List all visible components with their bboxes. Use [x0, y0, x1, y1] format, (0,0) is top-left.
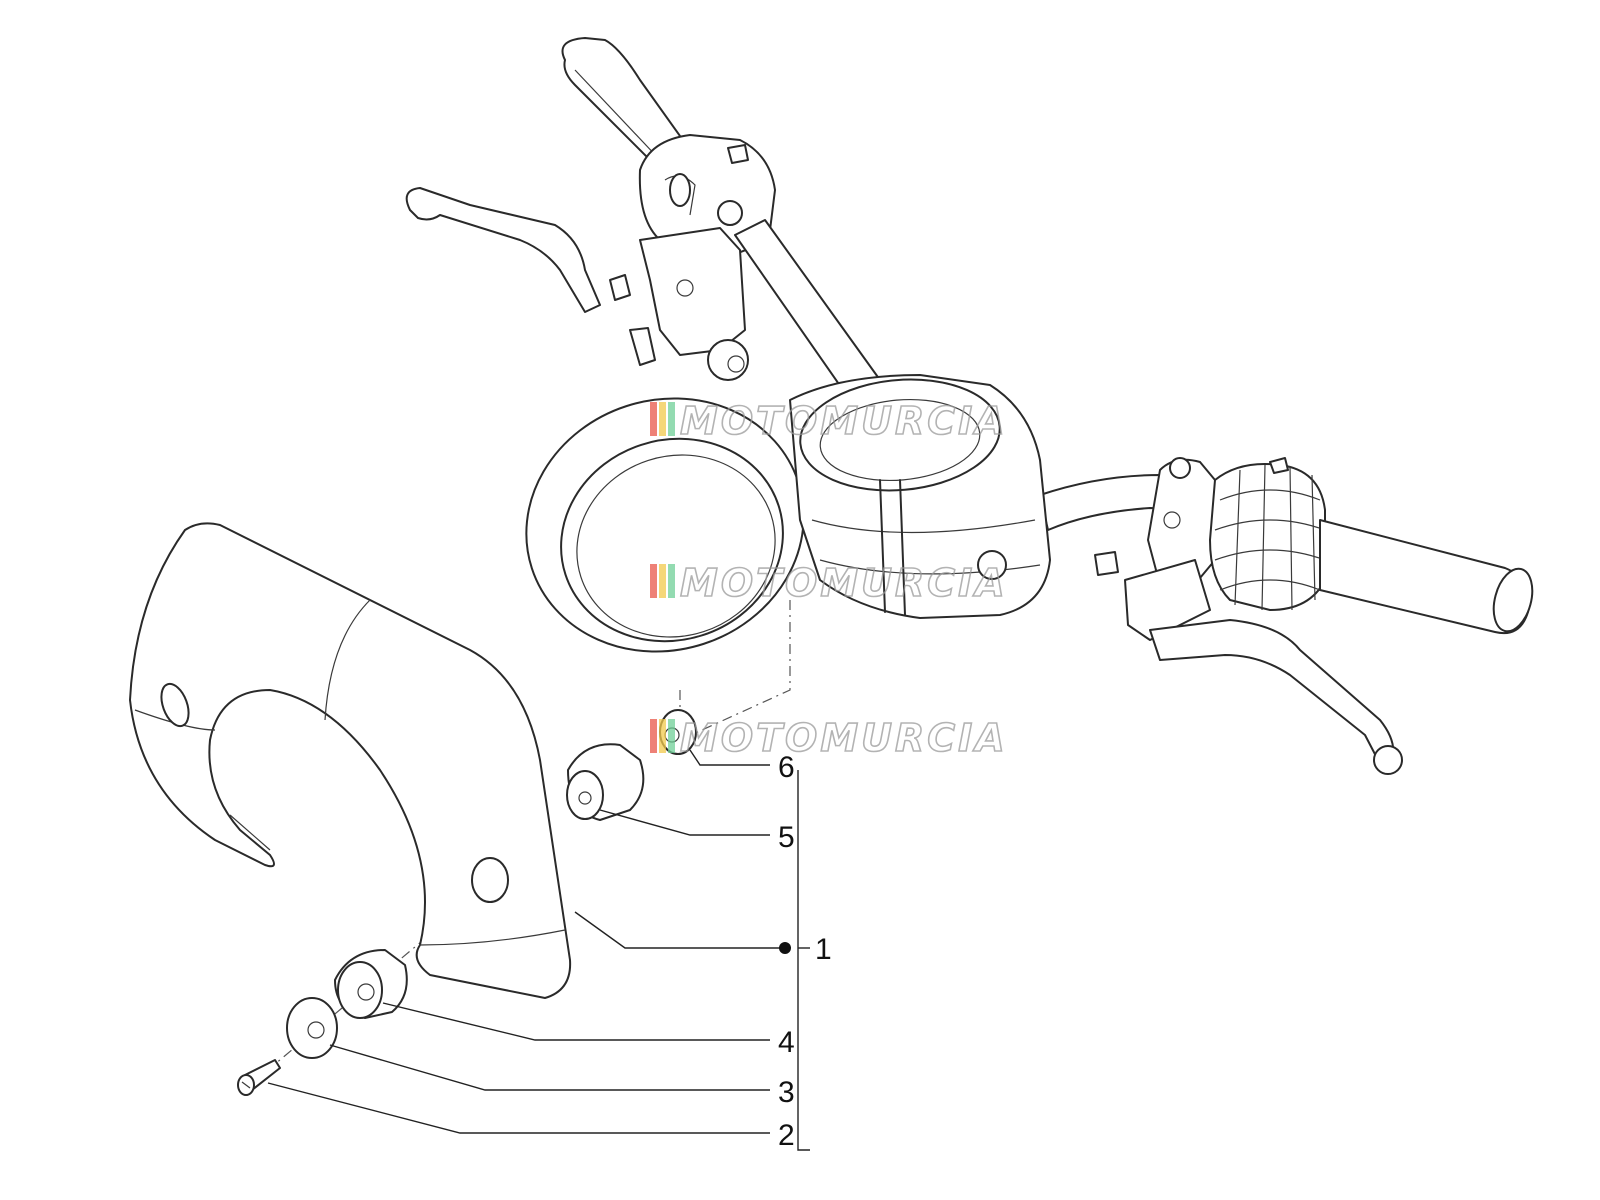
- assembly-bullet: [779, 942, 791, 954]
- left-brake-lever: [405, 187, 601, 313]
- watermark-2: MOTOMURCIA: [650, 560, 1008, 606]
- handlebar-assembly: [405, 37, 1534, 775]
- watermark-1: MOTOMURCIA: [650, 398, 1008, 444]
- right-grip-cover: [1209, 457, 1326, 611]
- callout-2: 2: [778, 1119, 795, 1152]
- watermark-3: MOTOMURCIA: [650, 715, 1008, 761]
- callout-5: 5: [778, 821, 795, 854]
- right-brake-lever: [1094, 551, 1403, 775]
- right-grip: [1319, 519, 1534, 634]
- part-2-screw: [237, 1059, 281, 1096]
- callout-6: 6: [778, 751, 795, 784]
- part-4-spacer: [334, 949, 408, 1019]
- callout-4: 4: [778, 1026, 795, 1059]
- callout-labels: 6 5 1 4 3 2: [778, 751, 832, 1152]
- part-3-washer: [286, 997, 338, 1059]
- left-grip: [561, 37, 691, 171]
- part-1-cover-panel: [129, 522, 572, 999]
- left-master-cylinder: [609, 227, 749, 381]
- leader-lines: [267, 749, 810, 1151]
- svg-text:MOTOMURCIA: MOTOMURCIA: [680, 716, 1008, 760]
- callout-1: 1: [815, 933, 832, 966]
- part-5-grommet: [566, 743, 645, 821]
- callout-3: 3: [778, 1076, 795, 1109]
- headlamp-rim: [525, 397, 805, 653]
- svg-text:MOTOMURCIA: MOTOMURCIA: [680, 561, 1008, 605]
- headset-housing: [789, 374, 1051, 619]
- svg-text:MOTOMURCIA: MOTOMURCIA: [680, 399, 1008, 443]
